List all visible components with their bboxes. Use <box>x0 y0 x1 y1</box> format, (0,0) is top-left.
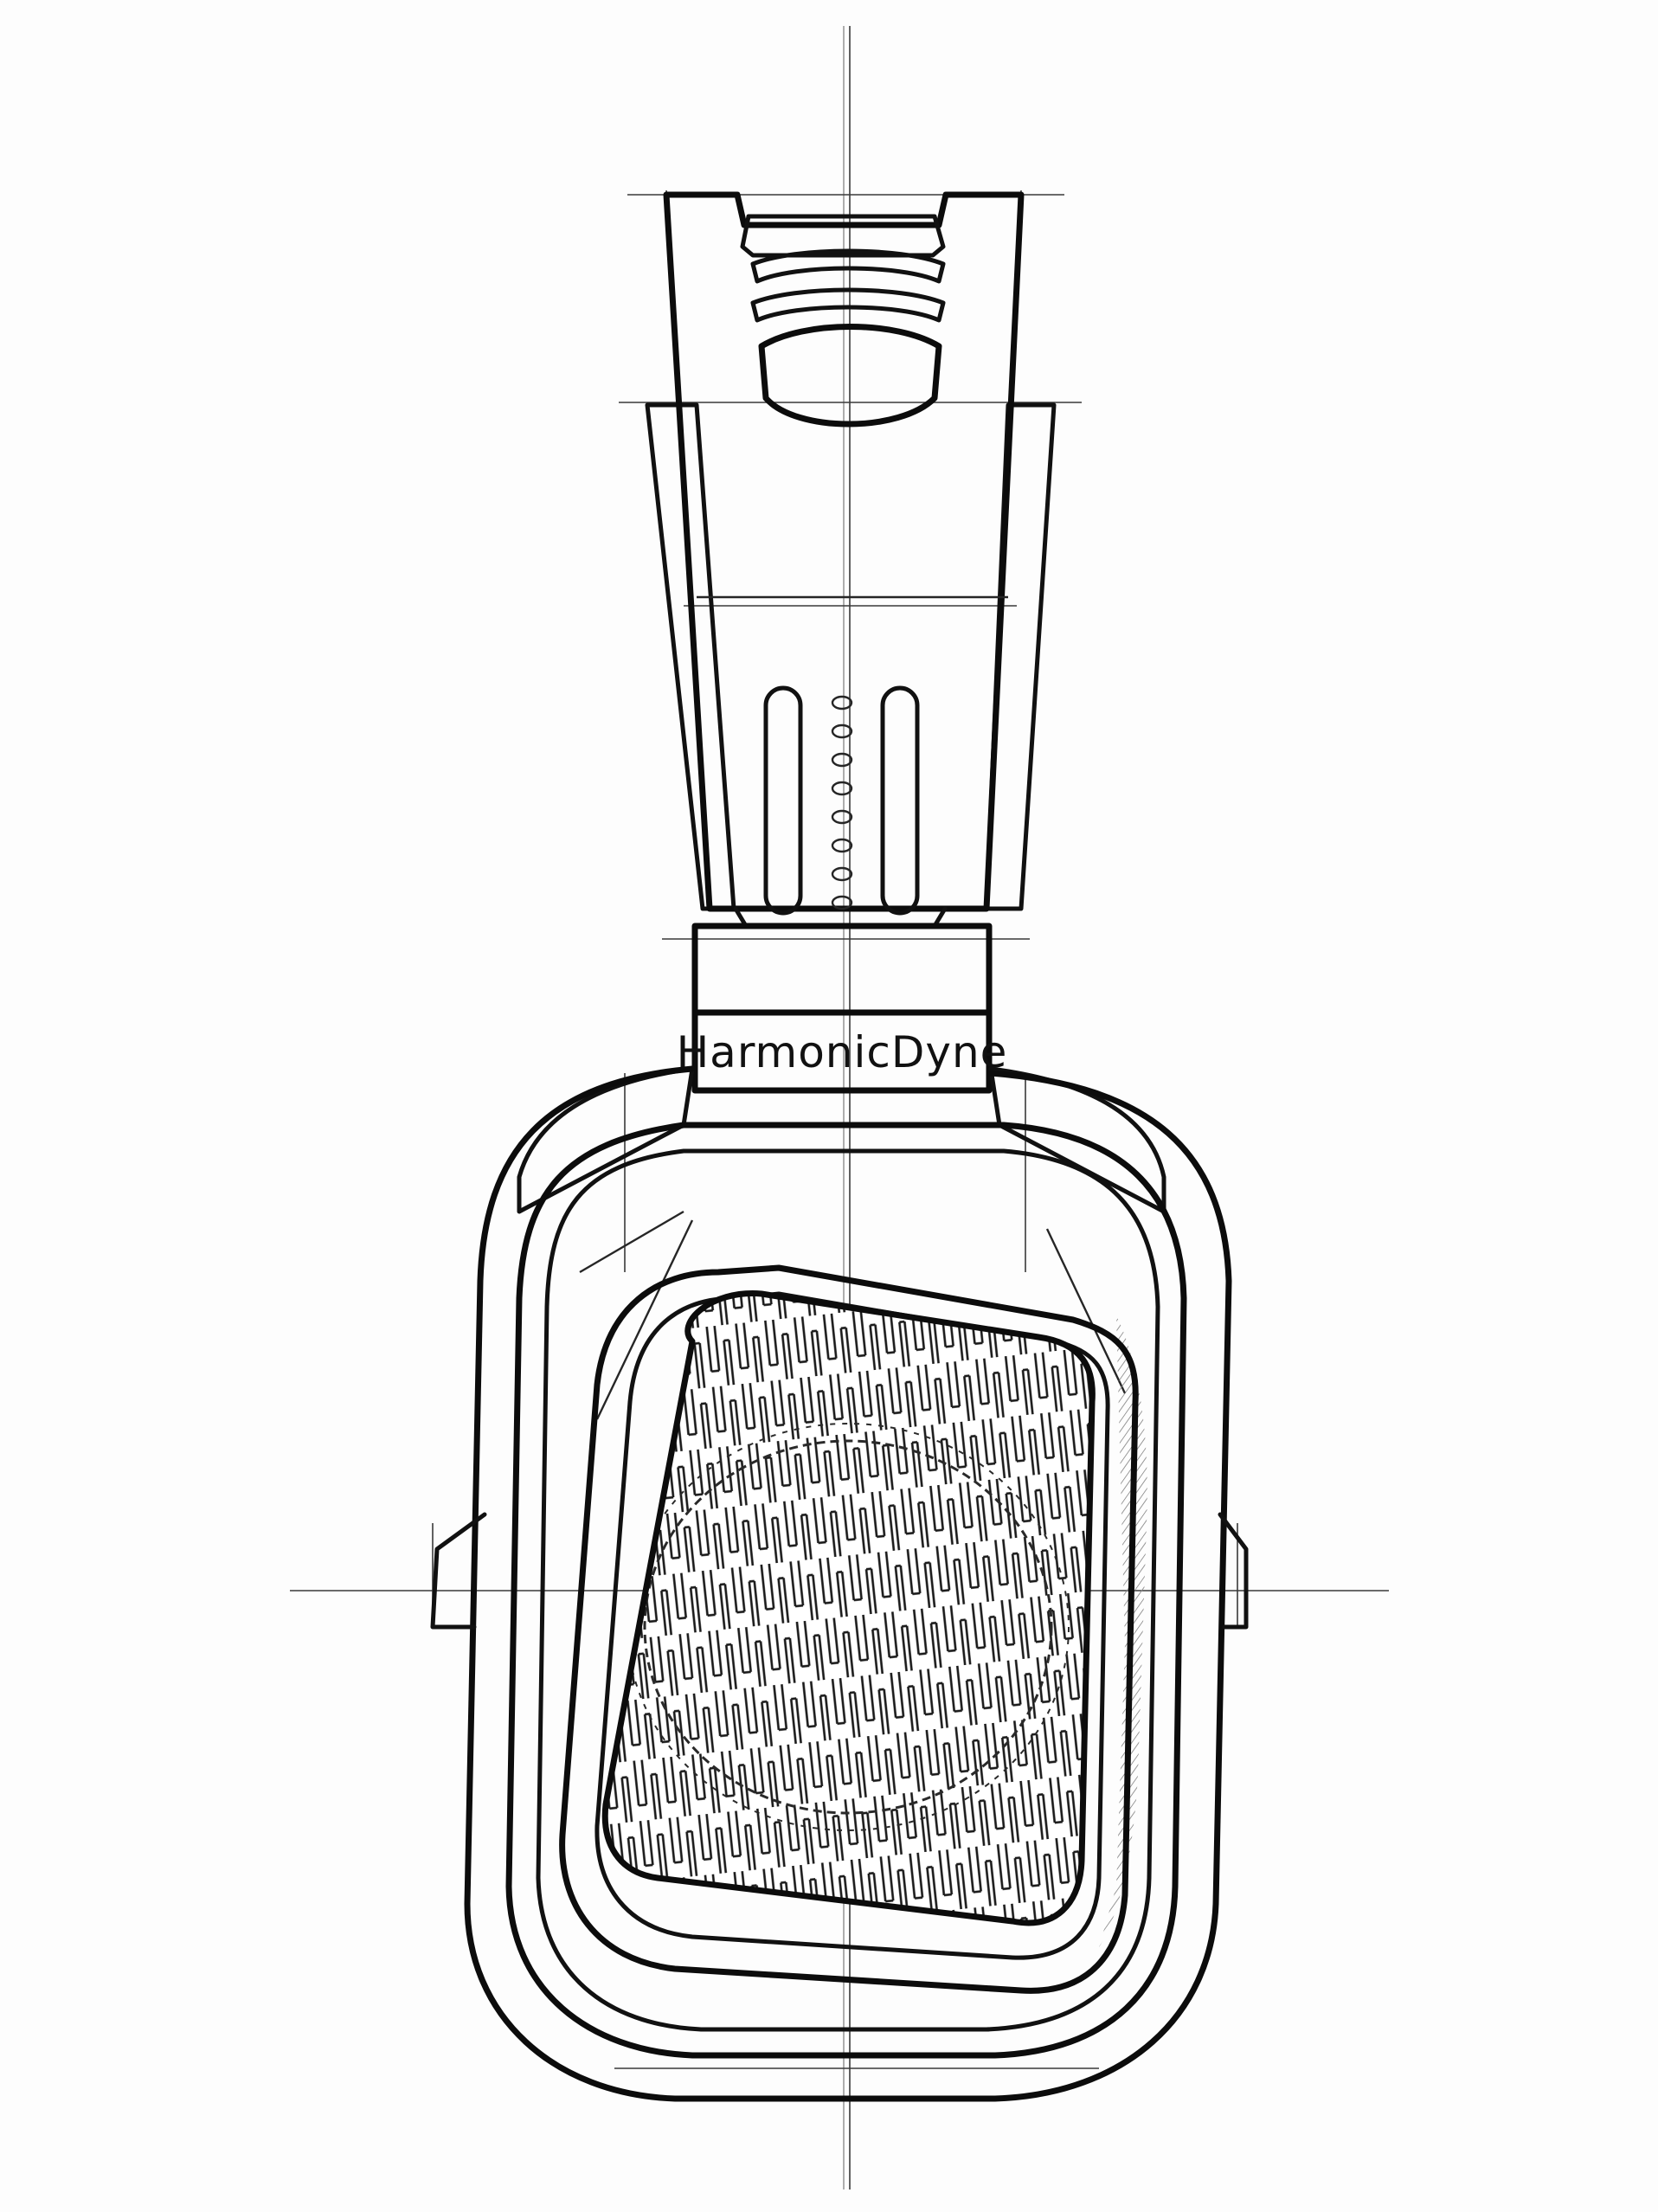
brand-label: HarmonicDyne <box>677 1027 1008 1077</box>
earpad-ring <box>559 1264 1139 1994</box>
headband-slider <box>663 191 1025 929</box>
earcup-shell <box>430 1065 1249 2102</box>
yoke-block: HarmonicDyne <box>677 923 1008 1094</box>
earcup-grille <box>601 1290 1096 1926</box>
size-detents <box>831 695 853 910</box>
